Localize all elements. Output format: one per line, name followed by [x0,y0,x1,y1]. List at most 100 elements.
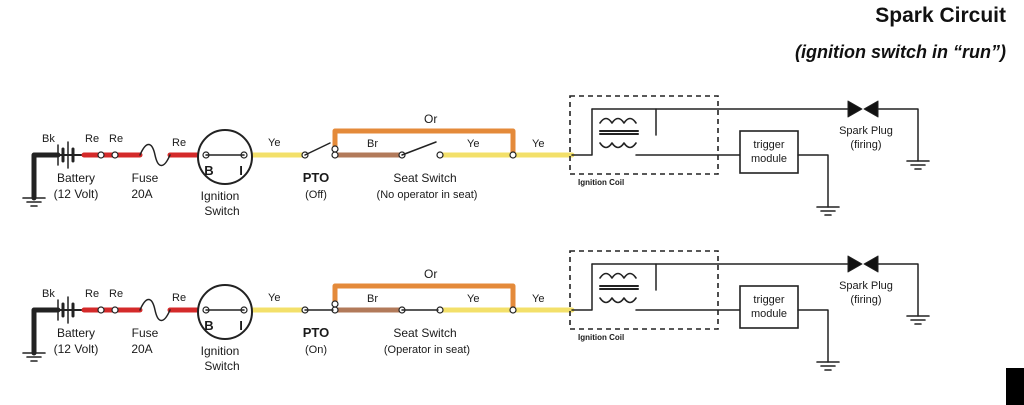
wire-label-ye1: Ye [268,137,280,149]
battery-voltage: (12 Volt) [54,342,99,356]
module-ground [816,206,840,216]
wire-label-bk: Bk [42,288,55,300]
spark-plug [847,255,879,273]
ignition-switch-label-2: Switch [204,359,239,373]
ignition-switch-label-1: Ignition [201,344,240,358]
coil-primary-lead [571,108,593,156]
spark-plug [847,100,879,118]
coil-dashed-box [569,250,719,330]
wire-orange [332,283,516,313]
spark-plug-right [863,100,879,118]
seat-lever [401,141,437,156]
coil-secondary-winding [599,272,637,279]
module-ground-wire [797,309,829,363]
wire-label-or: Or [424,267,437,281]
ignition-switch-label-2: Switch [204,204,239,218]
wire-label-re2: Re [109,288,123,300]
coil-primary-winding [599,297,637,304]
wire-label-ye3: Ye [532,138,544,150]
spark-plug-state: (firing) [850,294,881,306]
spark-plug-left [847,255,863,273]
fuse-rating: 20A [131,342,152,356]
coil-primary-winding [599,142,637,149]
plug-ground [906,160,930,170]
wire-black [31,307,61,356]
trigger-module-box [739,285,799,329]
wire-label-ye2: Ye [467,138,479,150]
corner-block [1006,368,1024,405]
battery-label: Battery [57,326,95,340]
coil-secondary-winding [599,117,637,124]
pto-state: (On) [305,344,327,356]
wire-black [31,152,61,201]
terminal-i-label: I [239,318,243,333]
ignition-switch-body [197,129,253,185]
seat-switch-state: (No operator in seat) [377,189,478,201]
ignition-coil [569,250,719,330]
red-connector-2 [111,306,119,314]
red-connector-1 [97,306,105,314]
seat-switch-label: Seat Switch [393,171,456,185]
trigger-module-label-2: module [751,153,787,165]
trigger-module-label-2: module [751,308,787,320]
battery-voltage: (12 Volt) [54,187,99,201]
wire-label-ye1: Ye [268,292,280,304]
seat-switch-label: Seat Switch [393,326,456,340]
plug-ground-wire [877,263,919,317]
module-ground [816,361,840,371]
fuse-label: Fuse [132,171,159,185]
ignition-coil-label: Ignition Coil [578,178,624,187]
spark-plug-label: Spark Plug [839,125,893,137]
pto-contact-3 [331,300,339,308]
diagram-subtitle: (ignition switch in “run”) [795,42,1006,62]
ignition-coil [569,95,719,175]
spark-plug-right [863,255,879,273]
ignition-coil-label: Ignition Coil [578,333,624,342]
seat-contact-2 [436,151,444,159]
battery-ground [22,197,46,207]
terminal-b-label: B [204,163,213,178]
red-connector-2 [111,151,119,159]
terminal-b-label: B [204,318,213,333]
ignition-switch-body [197,284,253,340]
fuse-symbol [139,298,171,322]
pto-contact-3 [331,145,339,153]
wire-label-ye2: Ye [467,293,479,305]
spark-plug-label: Spark Plug [839,280,893,292]
spark-plug-state: (firing) [850,139,881,151]
junction-dot [509,306,517,314]
battery-label: Battery [57,171,95,185]
seat-switch [398,141,444,159]
coil-primary-lead [571,263,593,311]
battery [57,141,75,169]
pto-label: PTO [303,170,330,185]
pto-lever [304,142,331,156]
wire-label-bk: Bk [42,133,55,145]
wire-label-re2: Re [109,133,123,145]
seat-switch-state: (Operator in seat) [384,344,470,356]
pto-label: PTO [303,325,330,340]
wire-label-br: Br [367,138,378,150]
pto-state: (Off) [305,189,327,201]
plug-ground [906,315,930,325]
junction-dot [509,151,517,159]
spark-plug-left [847,100,863,118]
seat-switch [398,306,444,314]
wire-label-re1: Re [85,133,99,145]
pto-contact-2 [331,151,339,159]
pto-switch [301,142,339,159]
plug-ground-wire [877,108,919,162]
battery-ground [22,352,46,362]
red-connector-1 [97,151,105,159]
fuse-label: Fuse [132,326,159,340]
wire-label-br: Br [367,293,378,305]
trigger-module-box [739,130,799,174]
coil-dashed-box [569,95,719,175]
